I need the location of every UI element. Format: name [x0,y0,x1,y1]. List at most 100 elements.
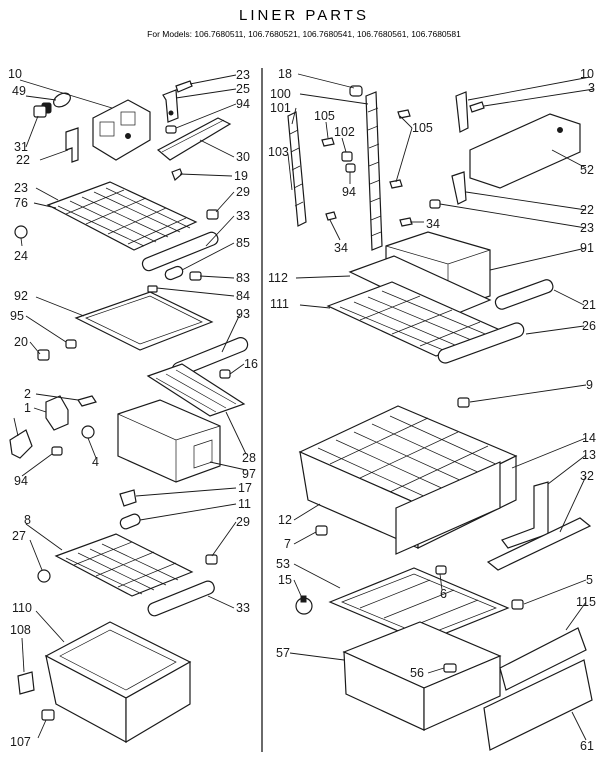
glass-shelf-53 [328,567,510,643]
shelf-roller-33 [141,231,219,272]
callout-32: 32 [580,469,594,483]
cover-61-part [483,659,593,751]
callout-110: 110 [12,601,32,615]
model-list: For Models: 106.7680511, 106.7680521, 10… [147,29,461,39]
callout-92: 92 [14,289,28,303]
callout-49: 49 [12,84,26,98]
callout-22: 22 [580,203,594,217]
callout-29: 29 [236,515,250,529]
callout-21: 21 [582,298,596,312]
callout-3: 3 [588,81,595,95]
callout-105: 105 [412,121,433,135]
shelf-frame-28 [146,363,246,417]
callout-31: 31 [14,140,28,154]
clip-107-part [41,709,55,721]
clip-6-part [435,565,447,575]
callout-4: 4 [92,455,99,469]
callout-12: 12 [278,513,292,527]
screw-19-part [171,168,183,182]
clip-5-part [511,599,524,610]
bracket-25-part [162,89,179,123]
bracket-1-part [9,429,33,459]
leader-lines [13,73,595,741]
control-housing-part [92,99,151,161]
crisper-pan-110 [44,621,192,744]
clip-102-part [341,151,353,162]
cap-27-part [37,569,51,583]
callout-14: 14 [582,431,596,445]
bracket-22-right [451,171,467,205]
cap-24-part [14,225,28,239]
callout-84: 84 [236,289,250,303]
callout-95: 95 [10,309,24,323]
callout-19: 19 [234,169,248,183]
callout-7: 7 [284,537,291,551]
shelf-rail-30 [156,117,232,161]
rail-13-part [501,481,549,549]
callout-56: 56 [410,666,424,680]
cap-18-part [349,85,363,97]
callout-53: 53 [276,557,290,571]
callout-9: 9 [586,378,593,392]
clip-16-part [219,369,231,379]
callout-61: 61 [580,739,594,753]
light-bulb-part [33,92,71,118]
cover-32-part [486,517,592,571]
clip-94-part [165,125,177,134]
callout-8: 8 [24,513,31,527]
callout-94: 94 [236,97,250,111]
clip-94b-part [51,446,63,456]
ladder-rail-100 [365,91,383,251]
screw-105b-part [389,109,411,189]
ladder-rail-103 [287,111,307,227]
callout-94: 94 [342,185,356,199]
callout-108: 108 [10,623,31,637]
callout-105: 105 [314,109,335,123]
callout-26: 26 [582,319,596,333]
shelf-bracket-small [65,127,79,163]
callout-33: 33 [236,601,250,615]
clip-20-part [37,349,50,361]
callout-labels: 10 49 23 25 94 31 22 30 19 23 29 76 33 2… [8,67,596,753]
clip-7-part [315,525,328,536]
control-housing-52 [469,113,581,189]
shelf-roller-33b [147,580,215,617]
clip-23-part [175,80,193,93]
callout-29: 29 [236,185,250,199]
clip-23-right [429,199,441,209]
roller-21-part [494,279,554,310]
callout-17: 17 [238,481,252,495]
clip-17-part [119,489,137,507]
callout-16: 16 [244,357,258,371]
callout-2: 2 [24,387,31,401]
door-bin-97 [117,399,221,483]
diagram-title: LINER PARTS [239,7,369,24]
roller-26-part [437,322,525,364]
callout-52: 52 [580,163,594,177]
callout-10: 10 [580,67,594,81]
screw-105a-part [321,137,335,147]
callout-23: 23 [14,181,28,195]
roller-11-part [119,513,141,530]
bracket-10-right [455,91,469,133]
callout-97: 97 [242,467,256,481]
callout-6: 6 [440,587,447,601]
callout-30: 30 [236,150,250,164]
callout-91: 91 [580,241,594,255]
callout-34: 34 [426,217,440,231]
clip-29a-part [206,209,219,220]
knob-4-part [81,425,95,439]
wire-shelf-lower [54,533,194,597]
callout-27: 27 [12,529,26,543]
wire-shelf-upper [46,181,198,251]
callout-34: 34 [334,241,348,255]
callout-112: 112 [268,271,288,285]
callout-10: 10 [8,67,22,81]
callout-20: 20 [14,335,28,349]
callout-5: 5 [586,573,593,587]
screw-3-part [469,101,485,113]
screw-34-part [325,211,413,227]
callout-76: 76 [14,196,28,210]
callout-28: 28 [242,451,256,465]
